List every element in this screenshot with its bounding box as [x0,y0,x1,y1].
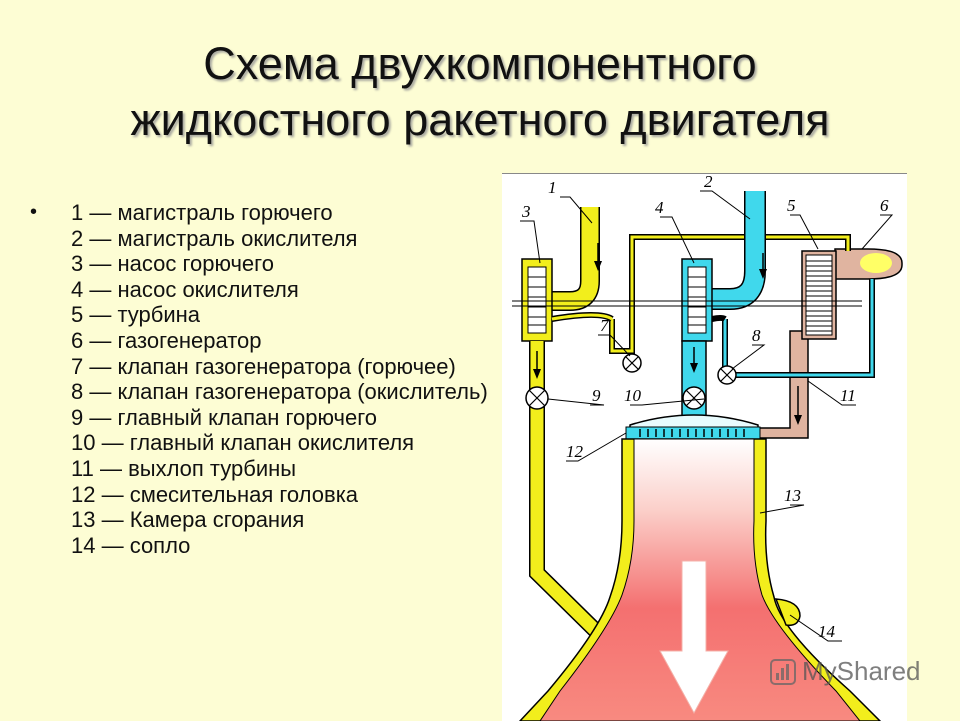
label-11: 11 [840,386,856,405]
label-4: 4 [655,198,664,217]
title-line-1: Схема двухкомпонентного [203,38,757,89]
nozzle-bulge [774,598,801,627]
page-title: Схема двухкомпонентного жидкостного раке… [0,36,960,148]
legend-item-4: 4 — насос окислителя [71,276,299,302]
valve-8 [717,365,737,385]
title-line-2: жидкостного ракетного двигателя [130,94,830,145]
label-3: 3 [521,202,531,221]
legend-item-10: 10 — главный клапан окислителя [71,430,415,456]
oxidizer-pump-blades [688,276,706,326]
legend-item-5: 5 — турбина [71,302,201,328]
oxidizer-flow-arrow-head [759,269,767,279]
label-7: 7 [600,316,610,335]
leader-lines [520,190,894,642]
oxidizer-main-line-fill [712,191,765,309]
generator-fuel-line-fill [610,235,850,353]
fuel-pump-blades [528,276,546,326]
label-14: 14 [818,622,836,641]
legend-item-12: 12 — смесительная головка [71,481,359,507]
legend-item-2: 2 — магистраль окислителя [71,225,358,251]
fuel-feed-arrow-head [533,369,541,379]
label-6: 6 [880,196,889,215]
label-10: 10 [624,386,642,405]
exhaust-direction-arrow [659,560,729,715]
turbine-rotor [805,254,833,336]
mixing-head [625,426,761,440]
valve-10 [682,386,706,410]
legend-item-3: 3 — насос горючего [71,251,274,277]
legend-item-7: 7 — клапан газогенератора (горючее) [71,353,456,379]
bullet-icon: • [30,201,38,223]
legend-item-13: 13 — Камера сгорания [71,507,305,533]
engine-diagram-svg: 1 2 3 4 5 6 7 8 9 10 11 12 13 14 [512,174,903,721]
turbine-blades [806,260,832,332]
legend-list: 1 — магистраль горючего 2 — магистраль о… [30,200,490,558]
label-12: 12 [566,442,584,461]
injector-holes [639,429,745,437]
legend-item-1: 1 — магистраль горючего [71,200,333,225]
watermark-text: MyShared [802,656,921,686]
engine-diagram: 1 2 3 4 5 6 7 8 9 10 11 12 13 14 [502,173,907,721]
legend-item-8: 8 — клапан газогенератора (окислитель) [71,379,488,405]
fuel-feed-line-fill [530,341,620,642]
exhaust-arrow-head [794,415,802,425]
generator-oxidizer-line-fill [723,279,874,377]
legend-item-9: 9 — главный клапан горючего [71,404,377,430]
label-13: 13 [784,486,801,505]
fuel-flow-arrow-head [594,261,602,271]
chart-bars-icon [770,658,796,685]
oxidizer-feed-arrow-head [690,363,698,373]
legend-item-6: 6 — газогенератор [71,327,262,353]
watermark: MyShared [768,656,921,687]
legend: • 1 — магистраль горючего 2 — магистраль… [30,200,490,558]
label-9: 9 [592,386,601,405]
label-5: 5 [787,196,796,215]
valve-9 [525,386,549,410]
generator-flame [860,253,892,273]
label-2: 2 [704,174,713,191]
valve-7 [622,353,642,373]
oxidizer-pump-outlet [711,315,727,322]
fuel-main-line-fill [552,207,599,310]
label-1: 1 [548,178,557,197]
label-8: 8 [752,326,761,345]
legend-item-14: 14 — сопло [71,532,191,558]
turbine-exhaust-duct [757,330,809,439]
legend-item-11: 11 — выхлоп турбины [71,455,297,481]
fuel-pump-outlet-fill [551,313,613,321]
